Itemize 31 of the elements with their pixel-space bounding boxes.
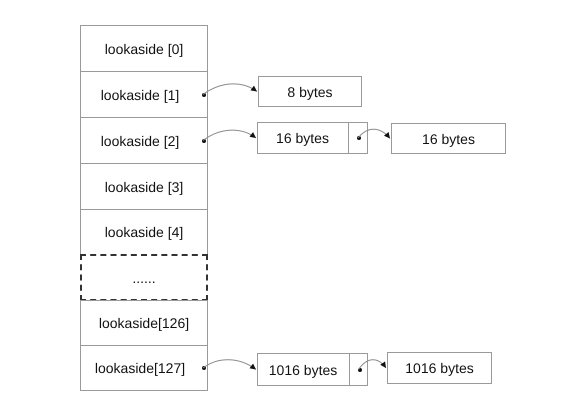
- array-cell: [80, 300, 208, 346]
- cell-label: 1016 bytes: [405, 360, 474, 376]
- cell-label: lookaside [4]: [104, 224, 184, 240]
- memory-block: [391, 123, 506, 154]
- arrow: [358, 128, 390, 139]
- memory-block: [257, 122, 368, 154]
- memory-block: [387, 352, 492, 384]
- cell-label: 16 bytes: [276, 130, 329, 146]
- memory-block: [258, 76, 362, 107]
- cell-label: ......: [132, 270, 156, 286]
- arrow: [202, 83, 258, 95]
- array-cell: [80, 25, 208, 72]
- cell-label: lookaside [1]: [100, 86, 180, 102]
- cell-label: lookaside [3]: [104, 178, 184, 194]
- cell-label: 8 bytes: [287, 84, 333, 100]
- array-cell: [80, 345, 208, 391]
- array-cell: [80, 71, 208, 118]
- array-cell: [80, 117, 208, 164]
- array-cell: [80, 209, 208, 255]
- array-cell: [80, 254, 208, 301]
- array-cell: [80, 163, 208, 210]
- cell-label: lookaside[127]: [94, 360, 186, 376]
- arrow: [202, 130, 256, 141]
- cell-label: lookaside [0]: [104, 40, 184, 56]
- cell-label: lookaside [2]: [100, 132, 180, 148]
- cell-label: 1016 bytes: [268, 362, 338, 378]
- arrow: [202, 359, 256, 370]
- cell-label: lookaside[126]: [98, 315, 190, 331]
- cell-label: 16 bytes: [422, 130, 475, 146]
- memory-block: [257, 353, 368, 386]
- arrow: [358, 359, 386, 370]
